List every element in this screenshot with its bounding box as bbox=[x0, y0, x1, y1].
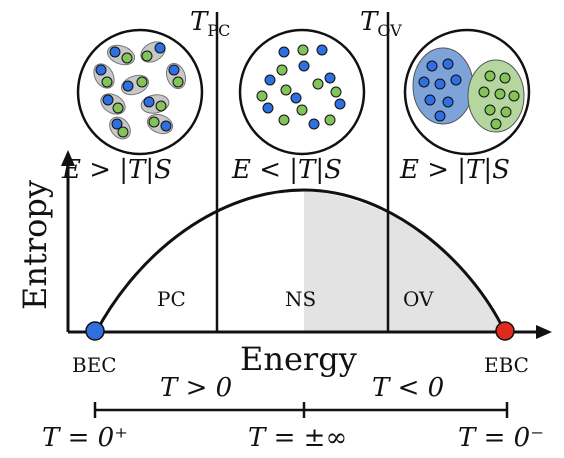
inequality-left: E > |T|S bbox=[61, 155, 172, 185]
x-axis-arrow bbox=[536, 325, 552, 339]
ebc-point bbox=[495, 321, 515, 341]
region-label-pc: PC bbox=[157, 287, 186, 311]
temp-right-limit: T = 0⁻ bbox=[458, 423, 544, 453]
inequality-right: E > |T|S bbox=[399, 155, 510, 185]
mixed-particles-circle bbox=[238, 28, 366, 156]
temp-negative-label: T < 0 bbox=[372, 373, 444, 403]
inequality-middle: E < |T|S bbox=[231, 155, 342, 185]
temp-middle-limit: T = ±∞ bbox=[248, 423, 347, 453]
separated-clusters-circle bbox=[403, 28, 531, 156]
t-pc-label: TPC bbox=[190, 7, 230, 40]
region-label-ov: OV bbox=[403, 287, 434, 311]
t-ov-label: TOV bbox=[360, 7, 402, 40]
temperature-scale bbox=[93, 402, 509, 418]
temp-positive-label: T > 0 bbox=[160, 373, 232, 403]
ebc-label: EBC bbox=[484, 353, 529, 377]
bec-label: BEC bbox=[72, 353, 117, 377]
y-axis-arrow bbox=[61, 150, 75, 166]
bec-point bbox=[85, 321, 105, 341]
negative-temperature-shade bbox=[304, 190, 505, 332]
entropy-curve bbox=[94, 188, 507, 333]
x-axis-label: Energy bbox=[240, 340, 357, 378]
region-label-ns: NS bbox=[285, 287, 316, 311]
temp-left-limit: T = 0⁺ bbox=[42, 423, 128, 453]
y-axis-label: Entropy bbox=[16, 180, 54, 310]
paired-particles-circle bbox=[76, 28, 204, 156]
